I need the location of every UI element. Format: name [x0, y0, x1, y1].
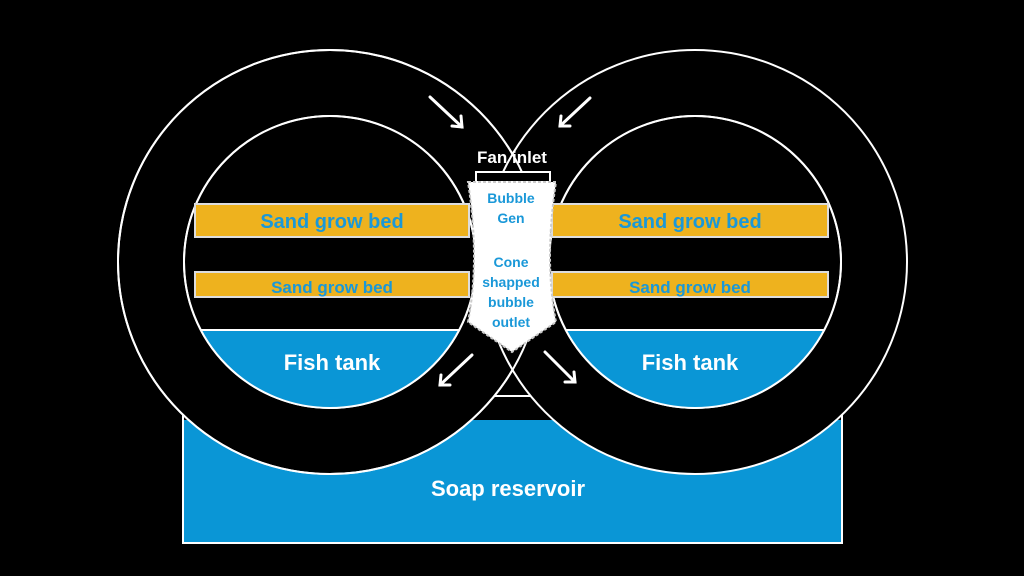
outlet-label-3: bubble	[488, 294, 534, 310]
right-sand-bed-top	[551, 203, 829, 238]
bubble-gen-label-2: Gen	[497, 210, 524, 226]
left-fish-tank-label: Fish tank	[284, 350, 381, 375]
right-fish-tank-label: Fish tank	[642, 350, 739, 375]
soap-reservoir-label: Soap reservoir	[431, 476, 586, 501]
flow-arrow-icon	[558, 96, 592, 128]
flow-arrow-icon	[428, 95, 464, 129]
left-sand-bed-bottom	[194, 271, 470, 298]
right-sand-bed-bottom	[551, 271, 829, 298]
outlet-label-4: outlet	[492, 314, 530, 330]
outlet-label-1: Cone	[494, 254, 529, 270]
outlet-label-2: shapped	[482, 274, 540, 290]
bubble-generator	[466, 171, 558, 354]
right-sand-bed-top-label: Sand grow bed	[618, 211, 761, 233]
right-sand-bed-bottom-label: Sand grow bed	[629, 278, 751, 297]
flow-arrow-icon	[438, 353, 474, 387]
left-sand-bed-bottom-label: Sand grow bed	[271, 278, 393, 297]
fan-inlet-label: Fan inlet	[477, 148, 547, 167]
left-sand-bed-top	[194, 203, 470, 238]
fan-inlet-housing	[475, 171, 551, 183]
bubble-gen-label-1: Bubble	[487, 190, 535, 206]
flow-arrow-icon	[543, 350, 577, 384]
left-inner-chamber	[183, 115, 477, 409]
left-sand-bed-top-label: Sand grow bed	[260, 211, 403, 233]
